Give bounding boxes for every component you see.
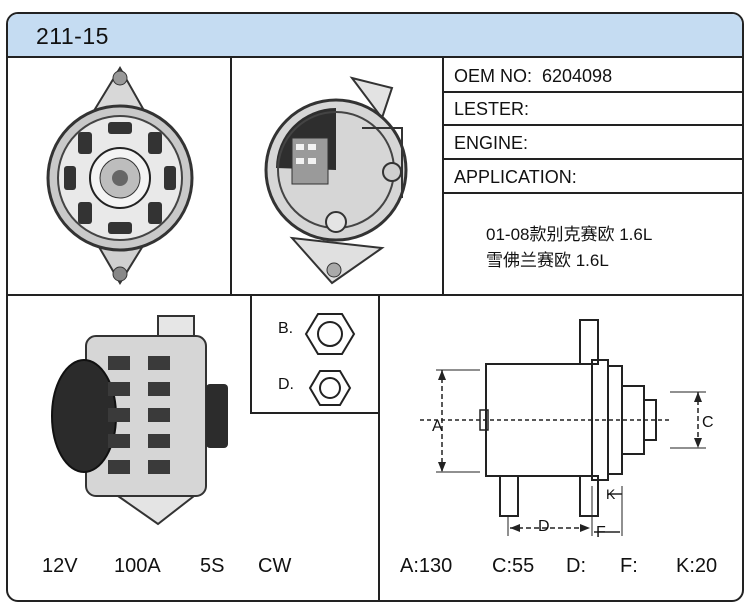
pulley-d-icon [308,370,352,406]
divider-info-1 [442,91,742,93]
alternator-rear-view [264,76,408,285]
product-sheet: 211-15 OEM NO: 6204098 LESTER: ENGINE: A… [6,12,744,602]
lester-label: LESTER: [454,99,530,119]
spec-current: 100A [114,555,161,577]
dimension-drawing [420,319,706,536]
spec-grooves: 5S [200,555,225,577]
divider-v-bottom [378,296,380,600]
dim-d: D: [566,555,586,577]
application-line-1: 01-08款别克赛欧 1.6L [486,225,653,244]
divider-info-3 [442,158,742,160]
oem-label: OEM NO: [454,66,533,86]
divider-pulley-bottom [250,412,380,414]
label-c: C [702,414,714,431]
dim-f: F: [620,555,638,577]
spec-rotation: CW [258,555,292,577]
pulley-b-icon [304,313,356,355]
divider-pulley-left [250,296,252,414]
pulley-b-label: B. [278,320,294,337]
label-f: F [596,524,606,541]
header-bar: 211-15 [8,14,742,58]
label-d: D [538,518,550,535]
spec-voltage: 12V [42,555,78,577]
divider-v2 [442,58,444,296]
divider-h-main [8,294,742,296]
dim-c: C:55 [492,555,535,577]
label-a: A [432,418,443,435]
oem-value: 6204098 [542,66,613,86]
application-label: APPLICATION: [454,167,577,187]
divider-v1 [230,58,232,296]
label-k: K [606,486,616,502]
application-line-2: 雪佛兰赛欧 1.6L [486,251,609,270]
dim-a: A:130 [400,555,453,577]
dim-k: K:20 [676,555,718,577]
pulley-d-label: D. [278,376,294,393]
alternator-side-view [51,315,228,526]
alternator-front-view [46,66,194,285]
divider-info-2 [442,124,742,126]
part-number: 211-15 [36,23,109,49]
engine-label: ENGINE: [454,133,529,153]
divider-info-4 [442,192,742,194]
